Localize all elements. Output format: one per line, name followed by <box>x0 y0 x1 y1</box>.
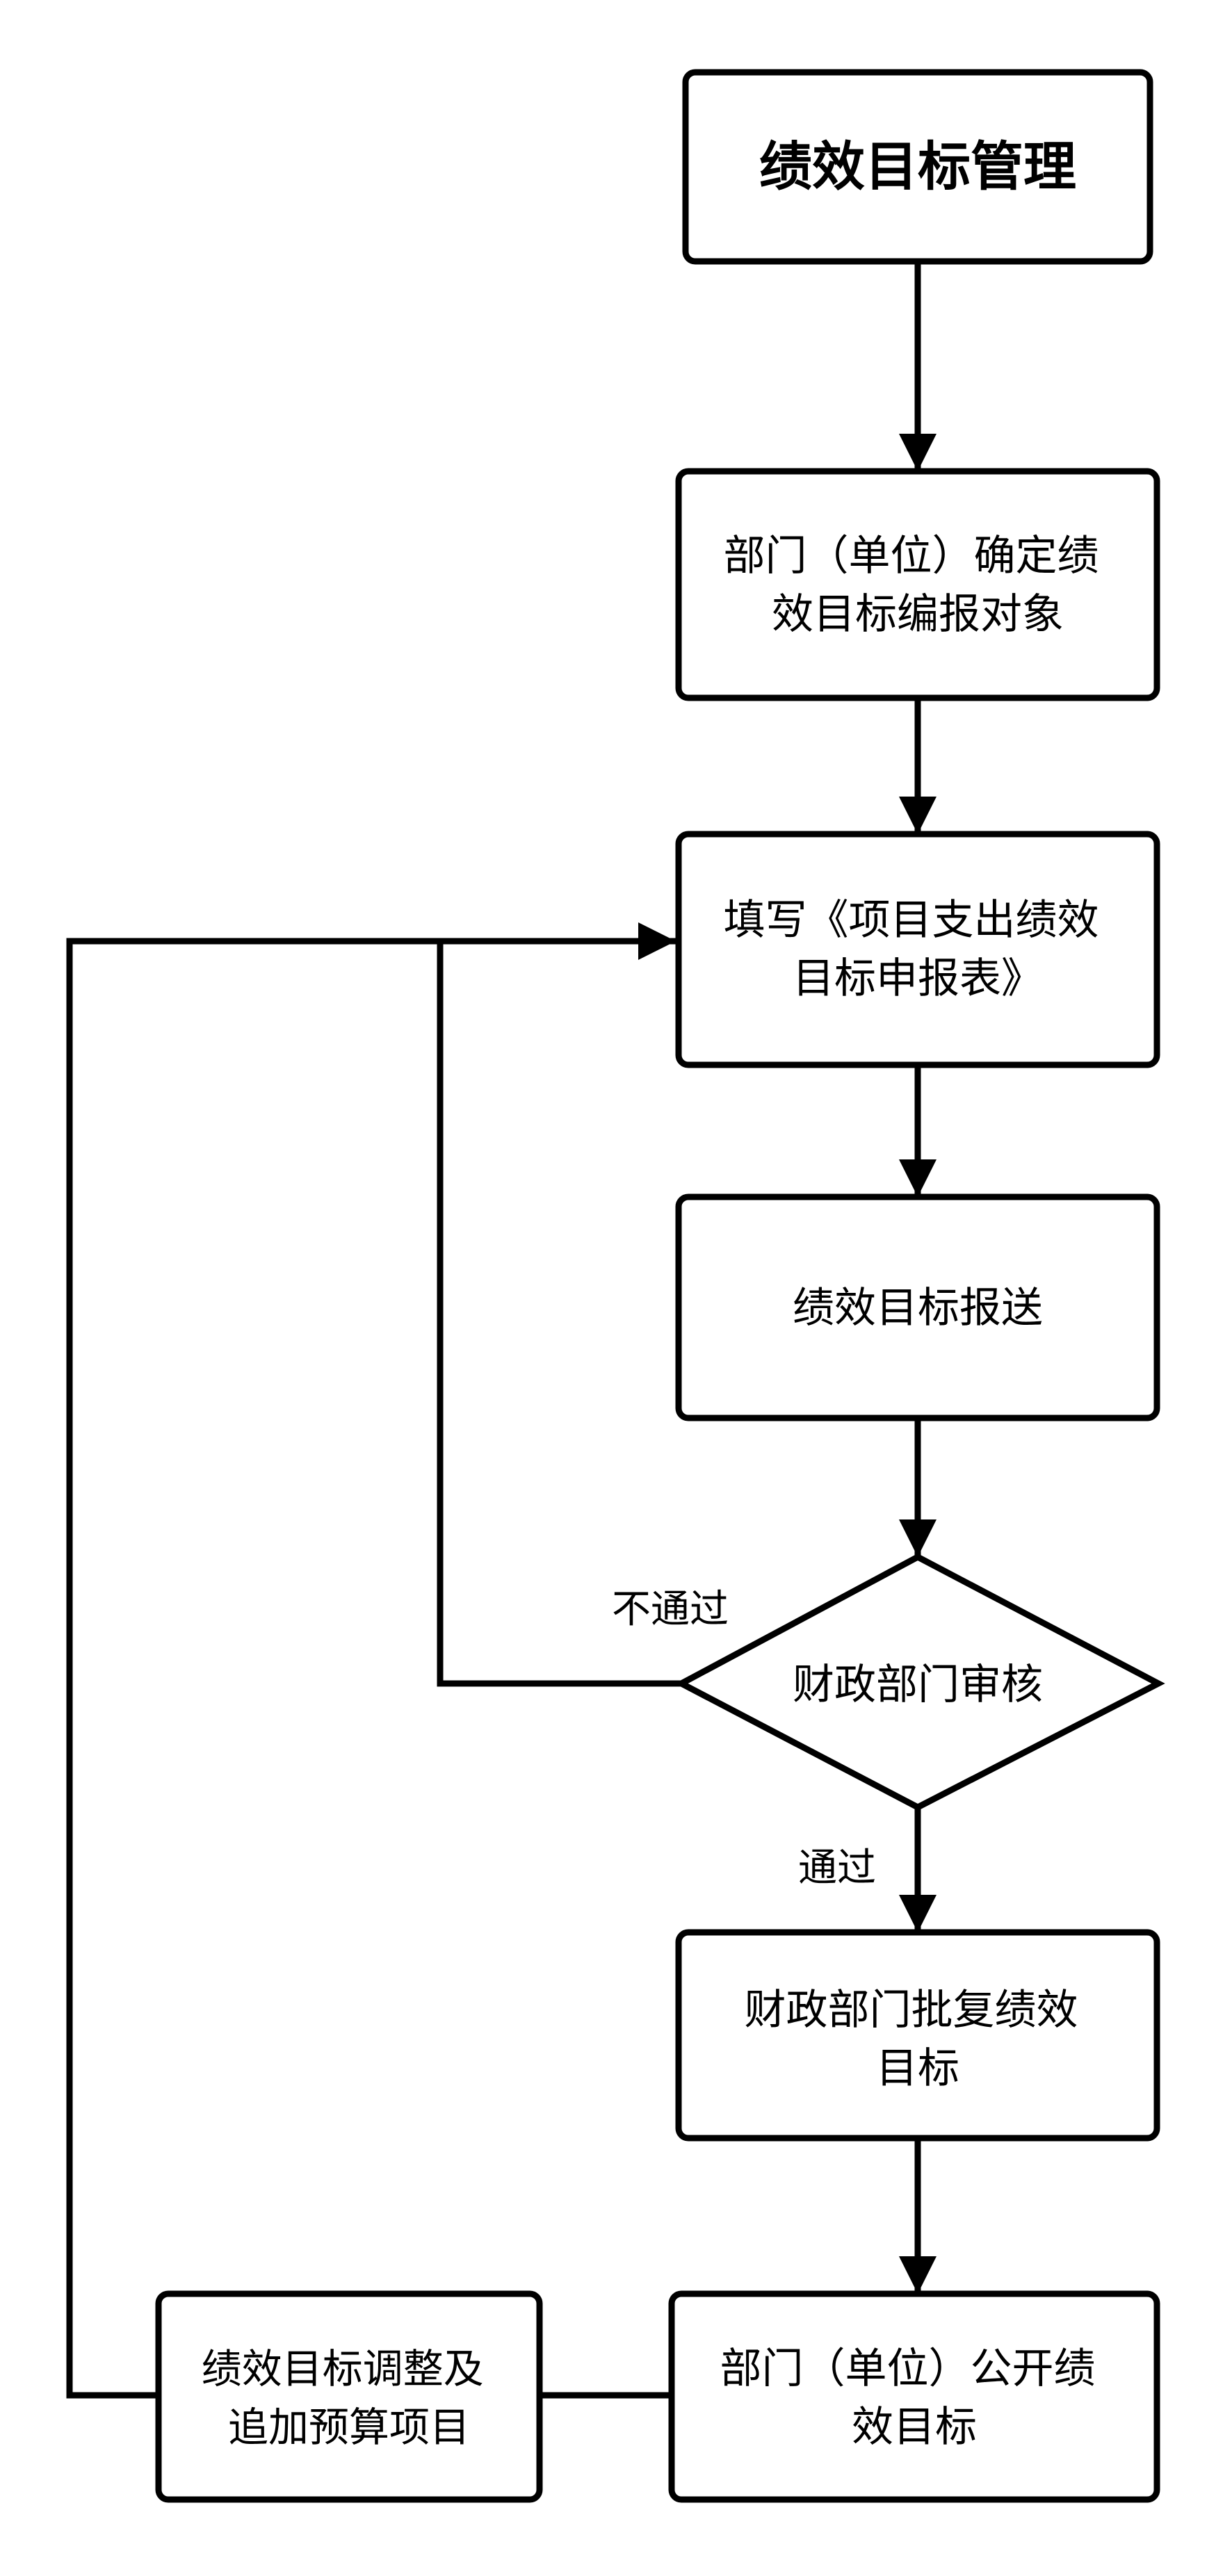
node-submit-line-1: 绩效目标报送 <box>793 1284 1043 1332</box>
node-publish-text: 部门（单位）公开绩 效目标 <box>720 2345 1108 2452</box>
node-fill-form-box <box>675 831 1160 1068</box>
node-publish-line-2: 效目标 <box>852 2403 977 2452</box>
node-fill-form-text: 填写《项目支出绩效 目标申报表》 <box>723 896 1112 1003</box>
node-submit-text: 绩效目标报送 <box>793 1284 1043 1332</box>
adjust-loop-line <box>66 922 676 2399</box>
node-adjust: 绩效目标调整及 追加预算项目 <box>155 2290 543 2503</box>
connectors <box>66 261 937 2399</box>
node-approve-line-1: 财政部门批复绩效 <box>744 1986 1078 2035</box>
node-fill-form: 填写《项目支出绩效 目标申报表》 <box>675 831 1160 1068</box>
node-define-objects-line-1: 部门（单位）确定绩 <box>723 532 1099 580</box>
node-fill-form-line-1: 填写《项目支出绩效 <box>723 896 1099 945</box>
node-approve-box <box>675 1929 1160 2142</box>
edge-label-reject: 不通过 <box>612 1587 729 1632</box>
node-adjust-text: 绩效目标调整及 追加预算项目 <box>202 2345 496 2451</box>
node-review-line-1: 财政部门审核 <box>793 1661 1043 1709</box>
node-submit: 绩效目标报送 <box>675 1193 1160 1421</box>
node-title-text: 绩效目标管理 <box>759 136 1076 197</box>
node-define-objects: 部门（单位）确定绩 效目标编报对象 <box>675 468 1160 701</box>
node-title-box <box>682 69 1153 265</box>
node-adjust-line-1: 绩效目标调整及 <box>202 2345 484 2392</box>
node-review-text: 财政部门审核 <box>793 1661 1043 1709</box>
node-approve: 财政部门批复绩效 目标 <box>675 1929 1160 2142</box>
node-publish-line-1: 部门（单位）公开绩 <box>720 2345 1095 2393</box>
node-define-objects-line-2: 效目标编报对象 <box>772 590 1064 639</box>
node-approve-line-2: 目标 <box>876 2044 959 2093</box>
node-fill-form-line-2: 目标申报表》 <box>793 954 1043 1003</box>
node-define-objects-text: 部门（单位）确定绩 效目标编报对象 <box>723 532 1112 639</box>
node-title-line-1: 绩效目标管理 <box>759 136 1076 197</box>
edge-label-pass: 通过 <box>798 1845 876 1891</box>
node-submit-box <box>675 1193 1160 1421</box>
node-approve-text: 财政部门批复绩效 目标 <box>744 1986 1091 2093</box>
node-publish: 部门（单位）公开绩 效目标 <box>668 2290 1160 2503</box>
node-title: 绩效目标管理 <box>682 69 1153 265</box>
node-review: 财政部门审核 <box>674 1553 1165 1811</box>
node-define-objects-box <box>675 468 1160 701</box>
reject-loop-line <box>437 941 681 1687</box>
node-adjust-line-2: 追加预算项目 <box>228 2404 470 2451</box>
node-publish-box <box>668 2290 1160 2503</box>
node-review-diamond <box>674 1553 1165 1811</box>
node-adjust-box <box>155 2290 543 2503</box>
